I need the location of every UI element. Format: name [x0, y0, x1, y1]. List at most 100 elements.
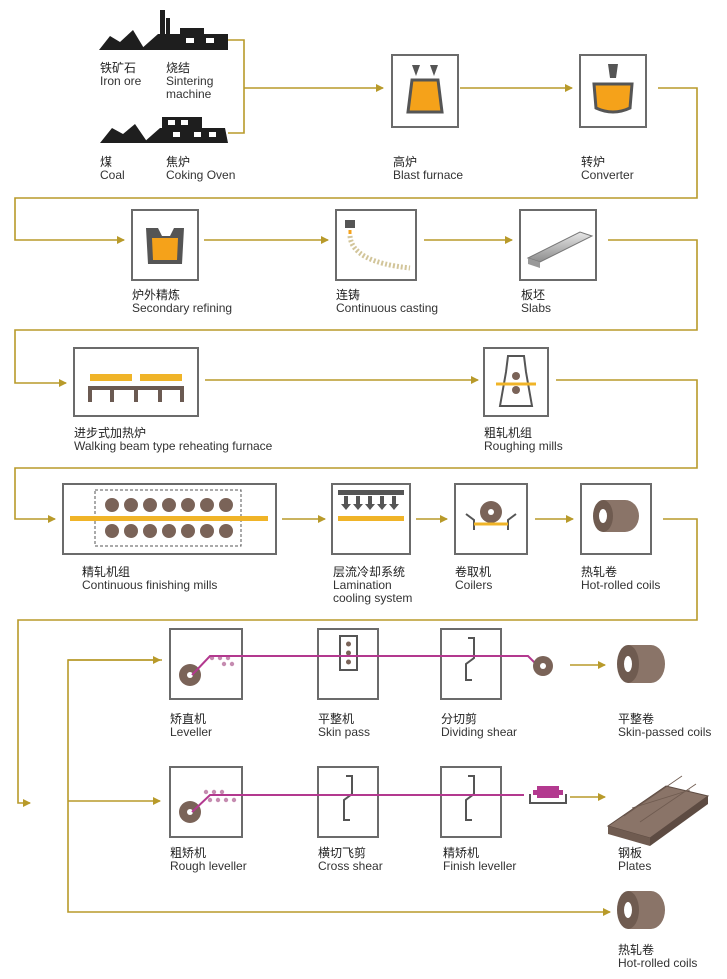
label-zh: 横切飞剪	[318, 846, 367, 860]
skin-pass-icon	[317, 628, 379, 700]
label-reheating-furnace: 进步式加热炉 Walking beam type reheating furna…	[74, 427, 272, 453]
label-en: Coilers	[455, 578, 493, 592]
label-en: Cross shear	[318, 859, 383, 873]
label-zh: 层流冷却系统	[333, 565, 406, 579]
label-zh: 精轧机组	[82, 565, 131, 579]
label-zh: 平整机	[318, 712, 355, 726]
label-coilers: 卷取机 Coilers	[455, 566, 492, 592]
coiler-icon	[454, 483, 528, 555]
sintering-plant-icon	[99, 10, 228, 50]
label-en: Sintering machine	[166, 74, 214, 101]
label-en: Hot-rolled coils	[581, 578, 661, 592]
label-zh: 转炉	[581, 155, 606, 169]
label-zh: 平整卷	[618, 712, 655, 726]
label-hot-rolled-coils: 热轧卷 Hot-rolled coils	[581, 566, 660, 592]
hot-rolled-coil-icon	[580, 483, 652, 555]
label-zh: 焦炉	[166, 155, 191, 169]
rough-leveller-icon	[169, 766, 243, 838]
hot-rolled-coil-icon-2	[617, 891, 665, 929]
label-roughing-mills: 粗轧机组 Roughing mills	[484, 427, 563, 453]
lamination-cooling-icon	[331, 483, 411, 555]
label-rough-leveller: 粗矫机 Rough leveller	[170, 847, 247, 873]
label-finish-leveller: 精矫机 Finish leveller	[443, 847, 516, 873]
label-secondary-refining: 炉外精炼 Secondary refining	[132, 289, 232, 315]
label-sintering: 烧结 Sintering machine	[166, 62, 226, 101]
label-dividing-shear: 分切剪 Dividing shear	[441, 713, 517, 739]
label-skin-passed-coils: 平整卷 Skin-passed coils	[618, 713, 711, 739]
label-coal: 煤 Coal	[100, 156, 125, 182]
reheating-furnace-icon	[73, 347, 199, 417]
finishing-mills-icon	[62, 483, 277, 555]
label-en: Skin pass	[318, 725, 371, 739]
label-skin-pass: 平整机 Skin pass	[318, 713, 370, 739]
label-en: Rough leveller	[170, 859, 247, 873]
secondary-refining-icon	[131, 209, 199, 281]
label-plates: 钢板 Plates	[618, 847, 651, 873]
label-zh: 矫直机	[170, 712, 207, 726]
label-en: Roughing mills	[484, 439, 563, 453]
label-hot-rolled-coils-2: 热轧卷 Hot-rolled coils	[618, 944, 697, 970]
label-continuous-casting: 连铸 Continuous casting	[336, 289, 438, 315]
leveller-icon	[169, 628, 243, 700]
label-en: Blast furnace	[393, 168, 464, 182]
label-en: Skin-passed coils	[618, 725, 712, 739]
plate-pile-icon-small	[529, 786, 567, 804]
label-en: Continuous finishing mills	[82, 578, 218, 592]
label-zh: 热轧卷	[618, 943, 655, 957]
blast-furnace-icon	[391, 54, 459, 128]
label-en: Slabs	[521, 301, 552, 315]
label-zh: 烧结	[166, 61, 191, 75]
converter-icon	[579, 54, 647, 128]
label-zh: 炉外精炼	[132, 288, 181, 302]
label-coking-oven: 焦炉 Coking Oven	[166, 156, 235, 182]
label-iron-ore: 铁矿石 Iron ore	[100, 62, 141, 88]
label-zh: 钢板	[618, 846, 643, 860]
roughing-mills-icon	[483, 347, 549, 417]
label-en: Hot-rolled coils	[618, 956, 698, 970]
steel-plates-icon	[606, 775, 710, 846]
label-en: Continuous casting	[336, 301, 439, 315]
skin-passed-coil-icon	[617, 645, 665, 683]
label-en: Converter	[581, 168, 634, 182]
label-en: Walking beam type reheating furnace	[74, 439, 273, 453]
label-lamination-cooling: 层流冷却系统 Lamination cooling system	[333, 566, 423, 605]
label-zh: 煤	[100, 155, 113, 169]
label-zh: 热轧卷	[581, 565, 618, 579]
label-slabs: 板坯 Slabs	[521, 289, 551, 315]
flow-connectors	[14, 39, 698, 916]
label-finishing-mills: 精轧机组 Continuous finishing mills	[82, 566, 217, 592]
label-en: Dividing shear	[441, 725, 518, 739]
finish-leveller-icon	[440, 766, 502, 838]
strip-line-1	[191, 655, 537, 676]
label-zh: 连铸	[336, 288, 361, 302]
label-zh: 卷取机	[455, 565, 492, 579]
strip-line-2	[191, 794, 524, 813]
label-zh: 粗矫机	[170, 846, 207, 860]
label-zh: 铁矿石	[100, 61, 137, 75]
label-en: Coking Oven	[166, 168, 236, 182]
cross-shear-icon	[317, 766, 379, 838]
label-en: Iron ore	[100, 74, 142, 88]
label-zh: 进步式加热炉	[74, 426, 147, 440]
label-converter: 转炉 Converter	[581, 156, 634, 182]
label-en: Leveller	[170, 725, 213, 739]
label-leveller: 矫直机 Leveller	[170, 713, 212, 739]
label-en: Plates	[618, 859, 652, 873]
label-en: Coal	[100, 168, 125, 182]
recoiler-icon	[533, 656, 553, 676]
label-cross-shear: 横切飞剪 Cross shear	[318, 847, 383, 873]
label-zh: 高炉	[393, 155, 418, 169]
continuous-casting-icon	[335, 209, 417, 281]
dividing-shear-icon	[440, 628, 502, 700]
label-en: Finish leveller	[443, 859, 517, 873]
label-zh: 粗轧机组	[484, 426, 533, 440]
slabs-icon	[519, 209, 597, 281]
coking-oven-icon	[100, 117, 228, 143]
label-en: Lamination cooling system	[333, 578, 413, 605]
label-blast-furnace: 高炉 Blast furnace	[393, 156, 463, 182]
label-zh: 分切剪	[441, 712, 478, 726]
label-zh: 精矫机	[443, 846, 480, 860]
label-en: Secondary refining	[132, 301, 233, 315]
label-zh: 板坯	[521, 288, 546, 302]
